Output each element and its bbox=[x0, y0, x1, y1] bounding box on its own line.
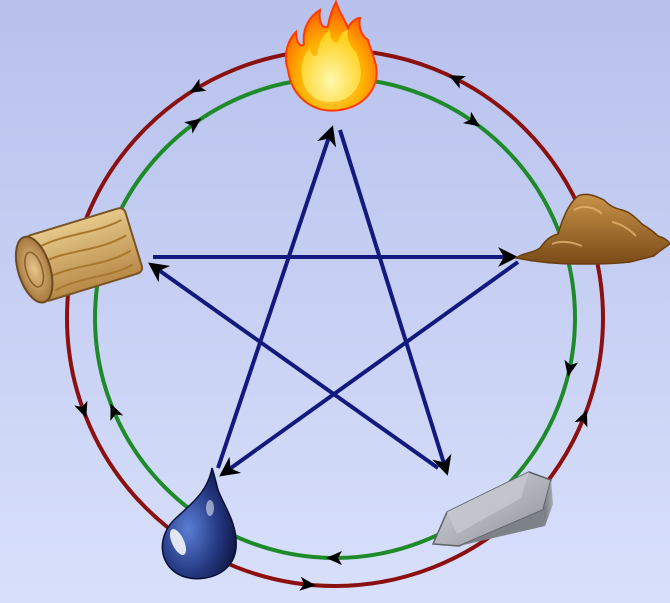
five-elements-diagram bbox=[0, 0, 670, 603]
